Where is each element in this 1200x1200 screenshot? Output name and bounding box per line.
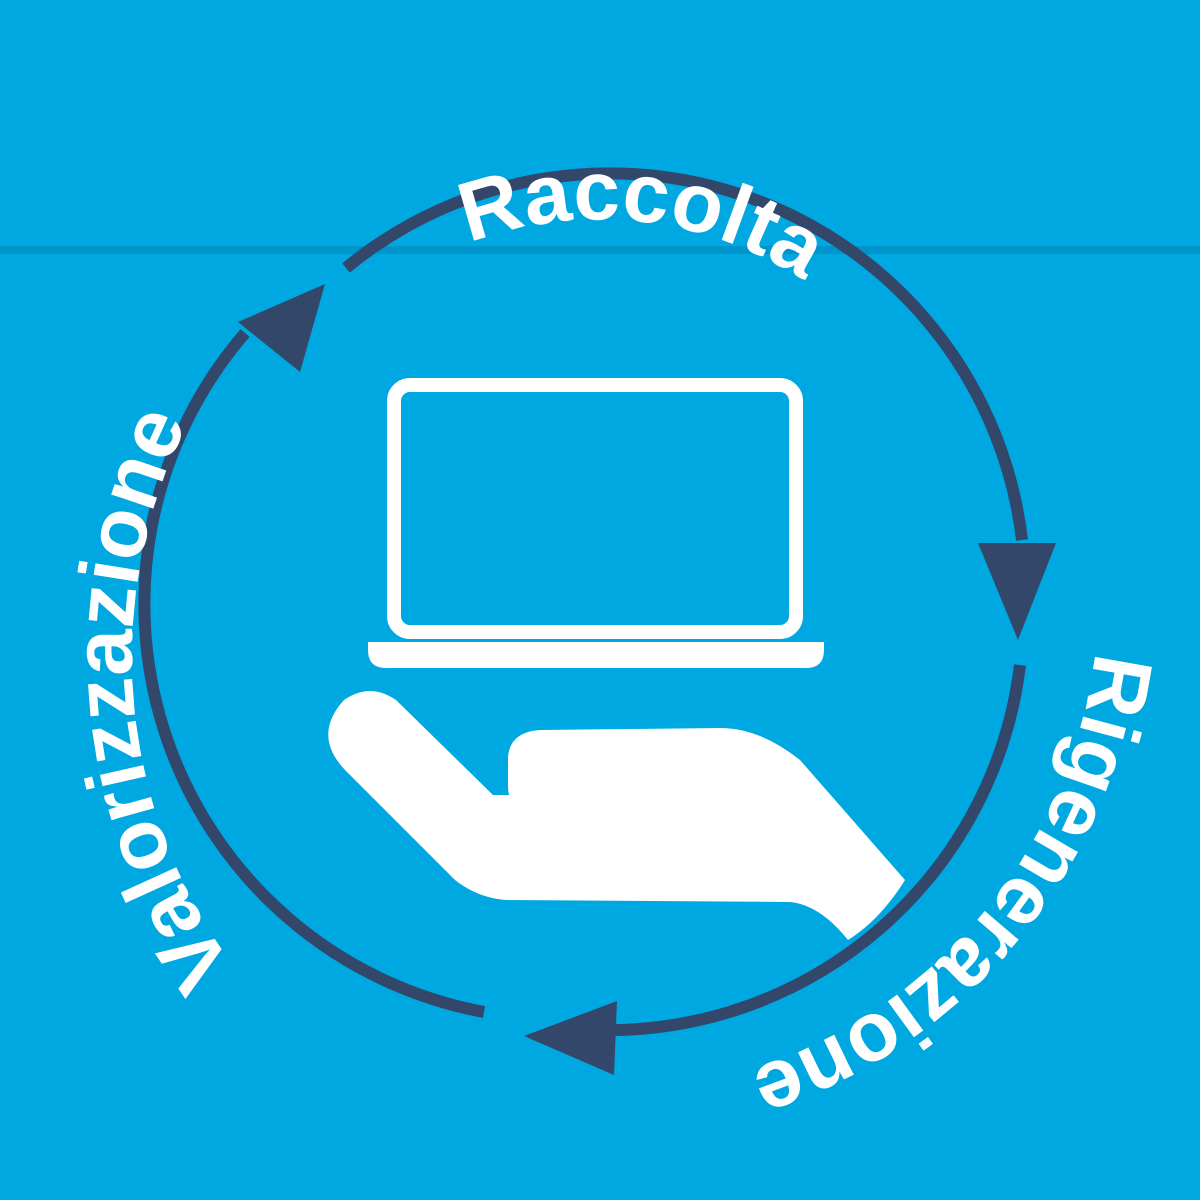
arc-rigenerazione [597,664,1026,1037]
arrowhead-up-left [238,284,325,372]
arrowhead-down-right [978,543,1056,640]
cycle-ring [138,167,1028,1037]
cycle-arrowheads [238,284,1056,1075]
hand-palm [328,691,905,940]
arc-valorizzazione [138,329,486,1018]
arrowhead-left-bottom [524,1001,617,1075]
hand-icon [328,691,905,940]
laptop-base [368,642,824,668]
arc-raccolta [342,167,1028,541]
laptop-screen [387,378,803,639]
laptop-icon [368,378,824,668]
